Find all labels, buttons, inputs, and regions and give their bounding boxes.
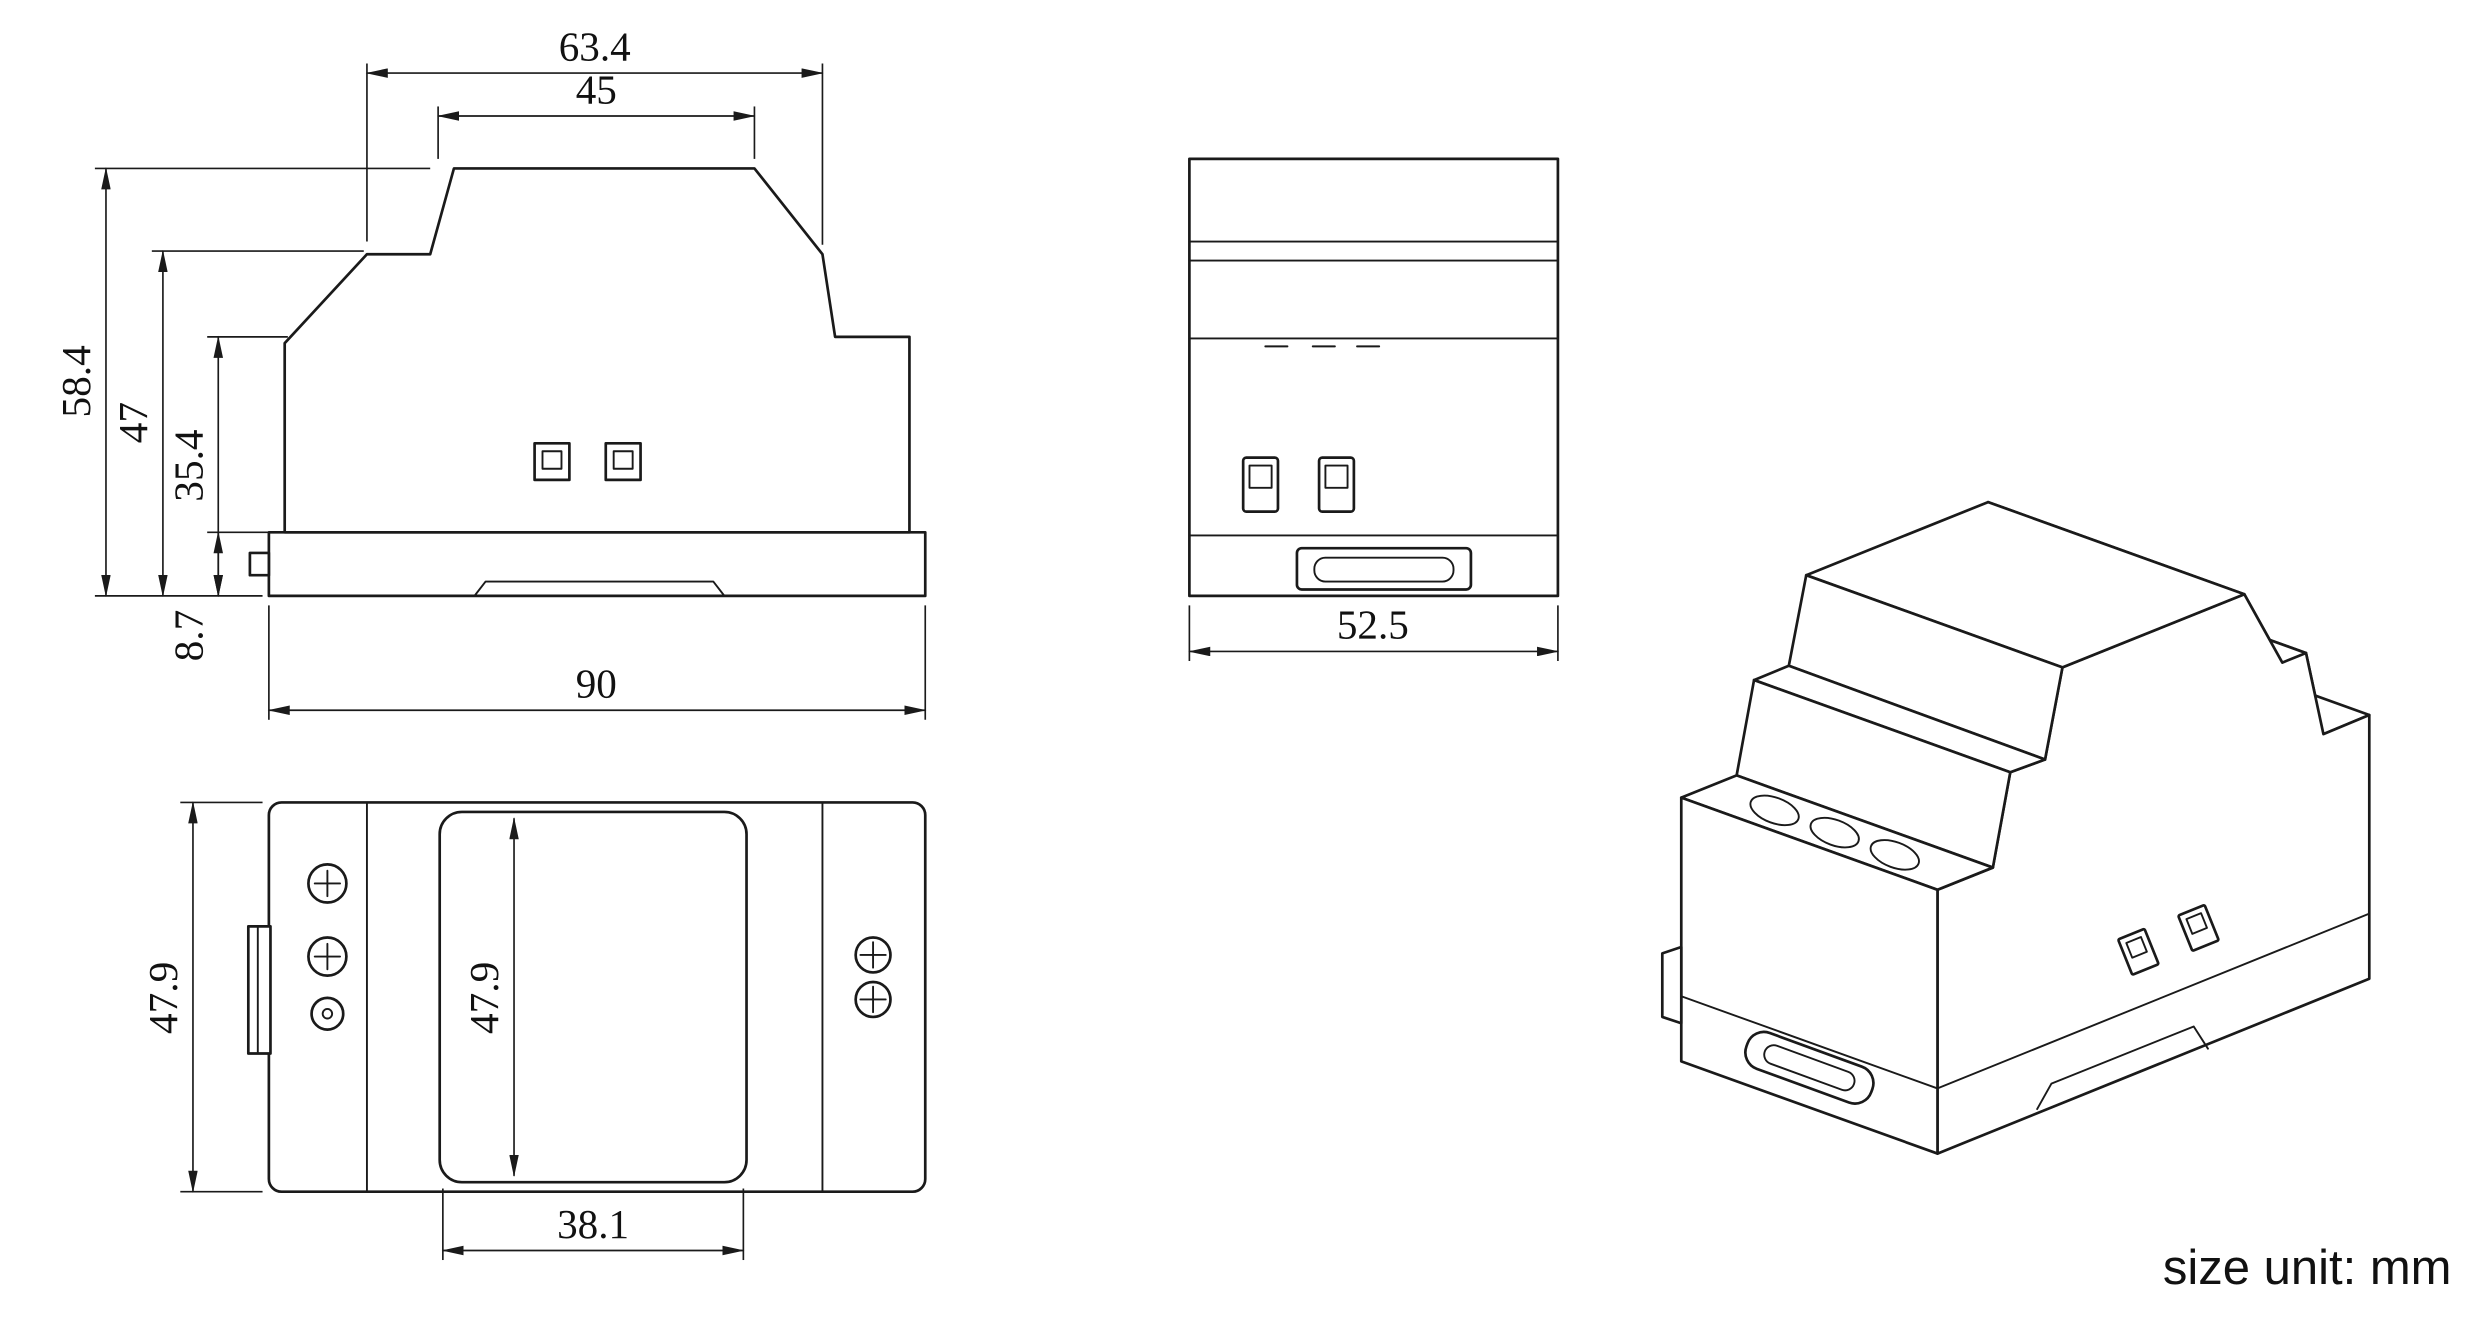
dim-total-depth: 90	[267, 605, 927, 720]
dim-outer-height: 47.9	[140, 801, 263, 1193]
size-unit-label: size unit: mm	[2163, 1241, 2452, 1295]
dim-inner-width-label: 38.1	[557, 1201, 629, 1247]
dim-outer-height-label: 47.9	[140, 962, 186, 1034]
dim-inner-height: 47.9	[461, 817, 519, 1178]
dim-mid-height-label: 47	[110, 402, 156, 443]
terminal-hole	[1749, 794, 1800, 827]
dim-mid-height: 47	[110, 249, 364, 598]
dim-step-width: 63.4	[365, 23, 824, 245]
screw-terminal	[307, 936, 348, 977]
front-terminal-window	[1317, 456, 1356, 513]
dim-base-height: 8.7	[166, 531, 269, 662]
dim-inner-height-label: 47.9	[461, 962, 507, 1034]
cover-outline	[438, 810, 748, 1184]
isometric-view	[1660, 500, 2371, 1155]
iso-side-latch	[1660, 945, 1683, 1025]
front-outline	[1188, 157, 1560, 598]
terminal-hole	[1869, 839, 1920, 871]
side-latch	[246, 925, 272, 1055]
iso-terminal-window	[2177, 904, 2220, 952]
dim-top-width-label: 45	[576, 66, 617, 112]
dim-shoulder-height-label: 35.4	[166, 429, 212, 501]
iso-terminal-window	[2117, 927, 2160, 976]
bottom-view: 47.9 47.9 38.1	[140, 801, 927, 1261]
front-terminal-window	[1241, 456, 1280, 513]
dim-shoulder-height: 35.4	[166, 335, 288, 598]
iso-rail-notch	[2036, 1025, 2209, 1111]
dim-inner-width: 38.1	[441, 1188, 745, 1261]
side-body-outline	[283, 167, 911, 534]
side-view: 63.4 45 58.4 47 35.4	[53, 23, 927, 720]
dim-step-width-label: 63.4	[559, 23, 631, 69]
screw-terminal	[854, 936, 892, 974]
dim-total-height-label: 58.4	[53, 345, 99, 417]
dim-front-width: 52.5	[1188, 602, 1560, 661]
din-rail-notch	[473, 580, 726, 597]
dim-total-height: 58.4	[53, 167, 431, 598]
iso-din-clip	[1744, 1030, 1875, 1105]
screw-terminal	[854, 980, 892, 1019]
dim-base-height-label: 8.7	[166, 610, 212, 662]
side-terminal-window	[533, 441, 571, 482]
side-base-outline	[267, 530, 927, 598]
dim-top-width: 45	[436, 66, 756, 159]
side-terminal-window	[604, 441, 642, 482]
terminal-hole	[1809, 816, 1860, 849]
screw-terminal	[307, 863, 348, 904]
front-view: 52.5	[1188, 157, 1560, 661]
din-clip	[1295, 546, 1473, 591]
dim-total-depth-label: 90	[576, 660, 617, 706]
indicator-hole	[310, 996, 345, 1031]
side-latch-tab	[248, 551, 271, 577]
dim-front-width-label: 52.5	[1337, 602, 1409, 648]
